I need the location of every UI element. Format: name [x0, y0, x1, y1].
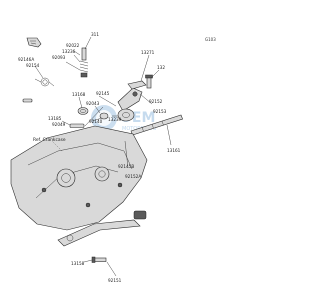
gear-change-mechanism-diagram: OEM MOTORPARTS G103	[10, 32, 216, 283]
callout-92145b: 92145B	[118, 164, 134, 169]
callout-13161: 13161	[167, 148, 181, 153]
shift-lever-arm-part	[117, 87, 143, 122]
callout-13185: 13185	[48, 116, 62, 121]
reference-note-crankcase: Ref. Crankcase	[33, 137, 66, 143]
shift-pedal-part	[57, 210, 147, 247]
callout-92152a: 92152A	[125, 174, 141, 179]
return-spring-part	[34, 77, 55, 87]
spring-bolt-part	[79, 47, 89, 78]
callout-311: 311	[91, 32, 99, 37]
callout-92022: 92022	[66, 43, 80, 48]
callout-13236: 13236	[62, 49, 76, 54]
callout-13271: 13271	[141, 50, 155, 55]
short-pin-part	[69, 123, 85, 128]
pedal-bolt-part	[91, 256, 107, 263]
callout-92093: 92093	[52, 55, 66, 60]
callout-92152: 92152	[149, 99, 163, 104]
callout-92146a: 92146A	[18, 57, 34, 62]
collar-part	[77, 107, 89, 115]
callout-92154: 92154	[26, 63, 40, 68]
callout-92145: 92145	[96, 91, 110, 96]
leader-lines	[34, 36, 172, 277]
spring-bracket-part	[26, 37, 42, 48]
diagram-code: G103	[205, 37, 216, 42]
callout-13239: 13239	[108, 117, 122, 122]
parts-diagram-page: OEM MOTORPARTS G103	[10, 32, 217, 283]
callout-92043: 92043	[86, 101, 100, 106]
callout-92140: 92140	[89, 119, 103, 124]
pin-part	[22, 98, 33, 103]
washer-part	[99, 112, 109, 120]
callout-13158: 13158	[71, 261, 85, 266]
callout-13168: 13168	[72, 92, 86, 97]
callout-92151: 92151	[108, 278, 122, 283]
callout-92153: 92153	[153, 109, 167, 114]
crankcase-part	[10, 125, 148, 231]
callout-92049: 92049	[52, 122, 66, 127]
callout-labels: 92154 92022 13236 92093 92146A 311 13271…	[18, 32, 181, 283]
stopper-lever-part	[127, 80, 147, 90]
callout-132: 132	[157, 65, 165, 70]
stopper-bolt-part	[145, 74, 153, 89]
